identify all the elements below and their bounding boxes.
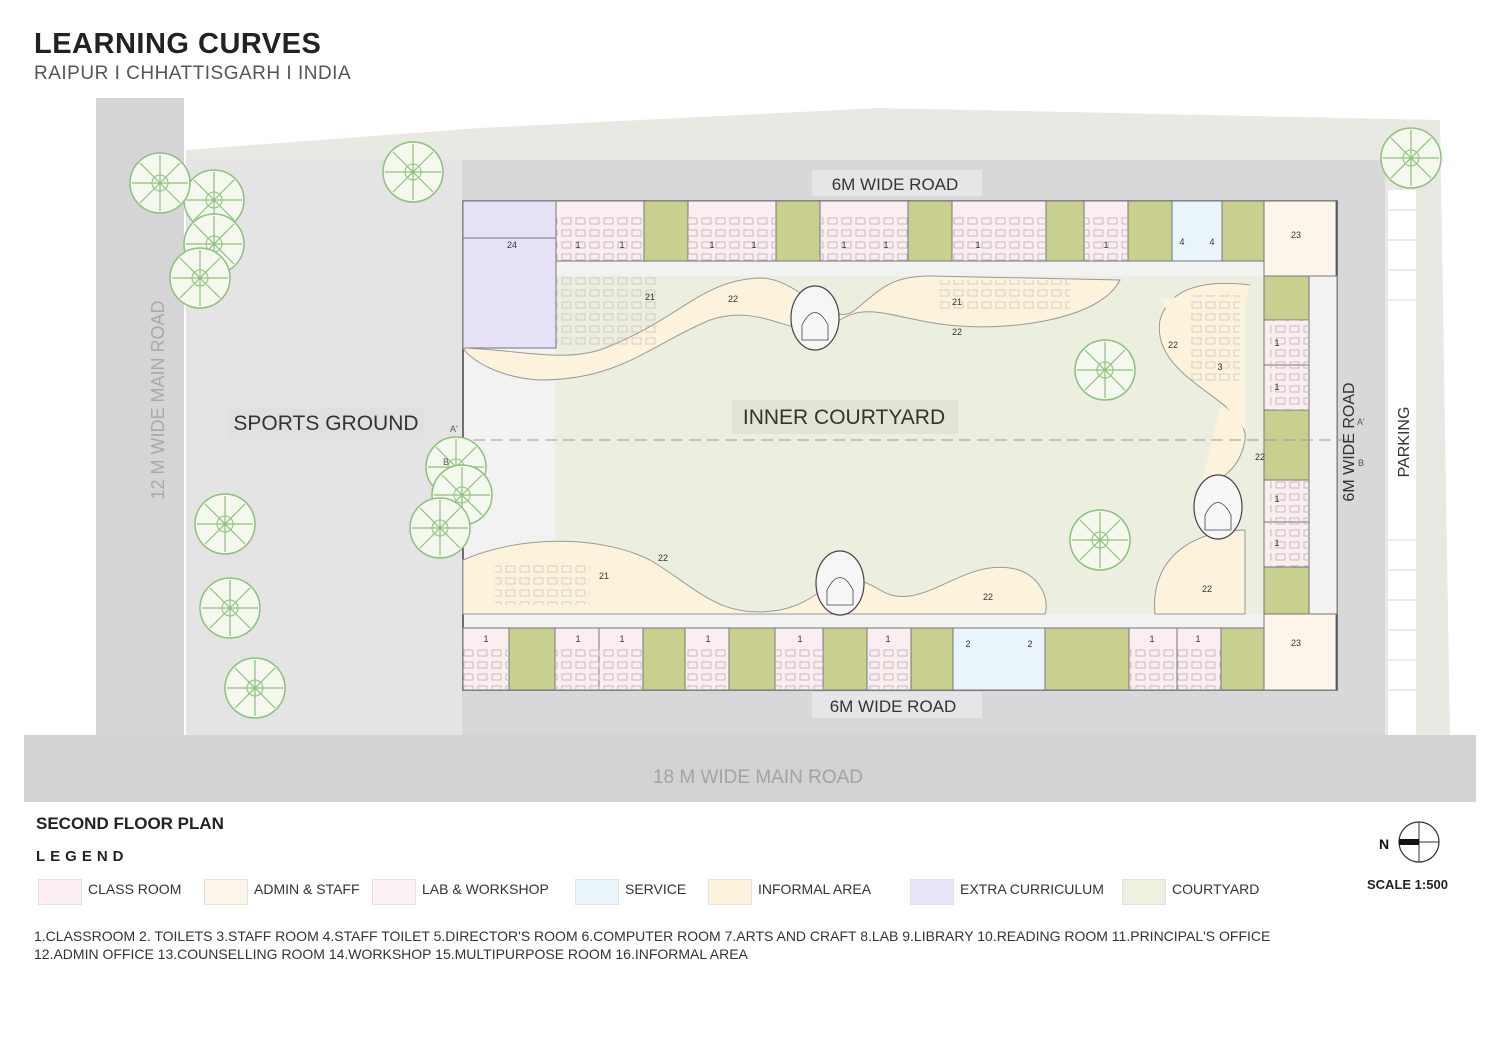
- legend-item-lab-workshop: LAB & WORKSHOP: [372, 879, 549, 907]
- room-label: 1: [975, 240, 980, 250]
- informal-label: 22: [658, 553, 668, 563]
- legend-label: ADMIN & STAFF: [254, 881, 360, 897]
- informal-label: 21: [599, 571, 609, 581]
- informal-label: 22: [952, 327, 962, 337]
- label-road-right: 6M WIDE ROAD: [1341, 382, 1358, 501]
- room-label: 1: [1149, 634, 1154, 644]
- informal-label: 22: [1202, 584, 1212, 594]
- room-label: 1: [751, 240, 756, 250]
- legend-swatch: [38, 879, 82, 905]
- room-label: 1: [575, 634, 580, 644]
- informal-label: 22: [728, 294, 738, 304]
- legend-swatch: [575, 879, 619, 905]
- legend-item-class-room: CLASS ROOM: [38, 879, 181, 907]
- bottom-main-road: [24, 735, 1476, 802]
- legend-title: LEGEND: [36, 848, 129, 865]
- room-key-line-2: 12.ADMIN OFFICE 13.COUNSELLING ROOM 14.W…: [34, 946, 748, 962]
- label-main-road-left: 12 M WIDE MAIN ROAD: [148, 300, 168, 499]
- room-label: 1: [883, 240, 888, 250]
- room-label: 1: [885, 634, 890, 644]
- legend-swatch: [204, 879, 248, 905]
- project-title: LEARNING CURVES: [34, 28, 322, 60]
- room-label: 2: [965, 639, 970, 649]
- room-label: 1: [705, 634, 710, 644]
- legend-swatch: [1122, 879, 1166, 905]
- room-label: 1: [797, 634, 802, 644]
- label-parking: PARKING: [1396, 407, 1413, 478]
- scale-label: SCALE 1:500: [1367, 877, 1448, 892]
- legend-label: EXTRA CURRICULUM: [960, 881, 1104, 897]
- legend-item-extra-curriculum: EXTRA CURRICULUM: [910, 879, 1104, 907]
- room-label: 1: [1274, 338, 1279, 348]
- legend-label: COURTYARD: [1172, 881, 1260, 897]
- room-label: 1: [575, 240, 580, 250]
- legend-swatch: [372, 879, 416, 905]
- project-location: RAIPUR I CHHATTISGARH I INDIA: [34, 63, 352, 84]
- legend-item-informal-area: INFORMAL AREA: [708, 879, 871, 907]
- section-mark-right-top: A': [1357, 417, 1365, 427]
- room-label: 1: [1274, 382, 1279, 392]
- room-label: 2: [1027, 639, 1032, 649]
- room-label: 23: [1291, 638, 1301, 648]
- north-label: N: [1379, 836, 1389, 852]
- section-mark-left-top: A': [450, 424, 458, 434]
- informal-label: 22: [1168, 340, 1178, 350]
- legend-swatch: [910, 879, 954, 905]
- informal-label: 21: [952, 297, 962, 307]
- room-label: 1: [841, 240, 846, 250]
- informal-area-bottom-right: [1154, 529, 1246, 615]
- label-main-road-bottom: 18 M WIDE MAIN ROAD: [653, 767, 863, 788]
- legend-swatch: [708, 879, 752, 905]
- legend-label: LAB & WORKSHOP: [422, 881, 549, 897]
- informal-label: 21: [645, 292, 655, 302]
- legend-item-admin-staff: ADMIN & STAFF: [204, 879, 360, 907]
- room-label: 23: [1291, 230, 1301, 240]
- room-label: 1: [1274, 538, 1279, 548]
- legend: CLASS ROOM ADMIN & STAFF LAB & WORKSHOP …: [38, 879, 1259, 909]
- informal-label: 3: [1217, 362, 1222, 372]
- parking-area: [1388, 190, 1416, 735]
- section-mark-left-bottom: B: [443, 457, 449, 467]
- label-road-bottom: 6M WIDE ROAD: [830, 697, 957, 716]
- label-road-top: 6M WIDE ROAD: [832, 175, 959, 194]
- room-label: 1: [709, 240, 714, 250]
- legend-label: SERVICE: [625, 881, 687, 897]
- legend-label: INFORMAL AREA: [758, 881, 872, 897]
- room-label: 1: [1195, 634, 1200, 644]
- legend-item-service: SERVICE: [575, 879, 686, 907]
- section-mark-right-bottom: B: [1358, 458, 1364, 468]
- plan-title: SECOND FLOOR PLAN: [36, 814, 224, 833]
- room-label: 1: [1274, 494, 1279, 504]
- room-label: 1: [483, 634, 488, 644]
- informal-label: 22: [983, 592, 993, 602]
- room-label: 1: [1103, 240, 1108, 250]
- label-inner-courtyard: INNER COURTYARD: [743, 406, 945, 429]
- room-label: 4: [1209, 237, 1214, 247]
- label-sports-ground: SPORTS GROUND: [233, 412, 418, 435]
- room-key-line-1: 1.CLASSROOM 2. TOILETS 3.STAFF ROOM 4.ST…: [34, 928, 1271, 944]
- legend-label: CLASS ROOM: [88, 881, 182, 897]
- north-arrow-icon: N: [1379, 821, 1440, 863]
- room-label: 1: [619, 240, 624, 250]
- legend-item-courtyard: COURTYARD: [1122, 879, 1259, 907]
- room-label: 24: [507, 240, 517, 250]
- room-label: 4: [1179, 237, 1184, 247]
- informal-label: 22: [1255, 452, 1265, 462]
- room-label: 1: [619, 634, 624, 644]
